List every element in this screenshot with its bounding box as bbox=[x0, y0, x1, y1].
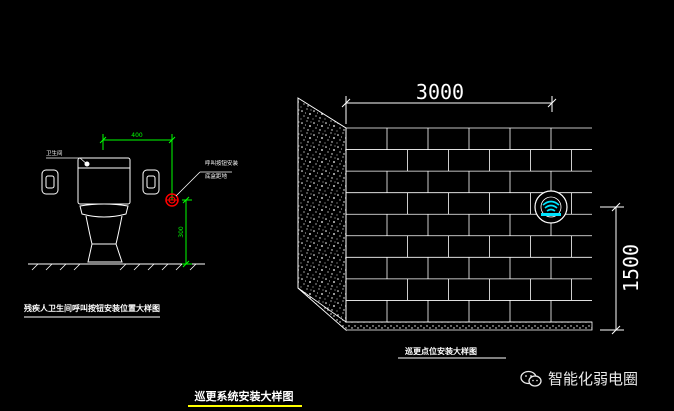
right-caption: 巡更点位安装大样图 bbox=[405, 346, 477, 356]
dim-300-label: 300 bbox=[178, 226, 185, 238]
watermark: 智能化弱电圈 bbox=[520, 368, 638, 389]
button-label-line2: 底盒距地 bbox=[205, 172, 228, 180]
left-detail-drawing: 400 300 呼叫按钮安装 底盒距地 卫生间 残疾 bbox=[24, 132, 239, 318]
side-wall-section bbox=[297, 97, 347, 332]
wall-fixture-right-icon bbox=[142, 169, 160, 195]
call-button-icon bbox=[165, 193, 179, 207]
toilet-icon bbox=[77, 157, 131, 263]
toilet-leader bbox=[46, 157, 89, 166]
left-caption: 残疾人卫生间呼叫按钮安装位置大样图 bbox=[24, 303, 160, 313]
wall-fixture-left-icon bbox=[41, 169, 59, 195]
watermark-text: 智能化弱电圈 bbox=[548, 370, 639, 388]
dim-1500 bbox=[600, 202, 624, 335]
dim-3000-label: 3000 bbox=[416, 80, 464, 104]
toilet-label: 卫生间 bbox=[46, 149, 63, 157]
patrol-point-icon bbox=[534, 190, 568, 224]
main-title: 巡更系统安装大样图 bbox=[195, 389, 294, 403]
button-leader bbox=[175, 171, 232, 197]
wechat-icon bbox=[520, 370, 542, 387]
ground-hatch bbox=[31, 263, 197, 271]
dim-300 bbox=[182, 196, 192, 268]
dim-400 bbox=[99, 134, 176, 200]
right-detail-drawing: 3000 1500 巡更点位安装大样图 bbox=[297, 80, 643, 359]
dim-400-label: 400 bbox=[131, 132, 143, 139]
dim-3000 bbox=[341, 96, 557, 124]
brick-wall bbox=[346, 127, 592, 323]
dim-1500-label: 1500 bbox=[619, 244, 643, 292]
button-label-line1: 呼叫按钮安装 bbox=[205, 159, 239, 167]
floor-strip bbox=[297, 287, 593, 331]
